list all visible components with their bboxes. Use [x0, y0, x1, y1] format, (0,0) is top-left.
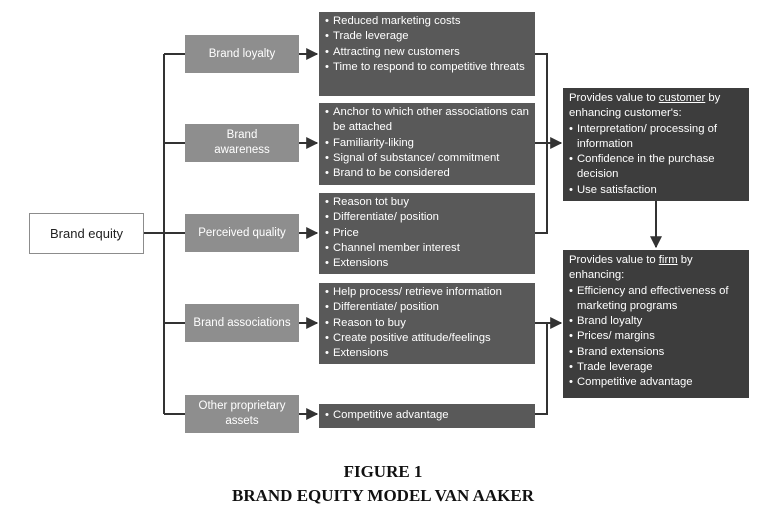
benefit-item: Extensions — [325, 346, 531, 362]
customer-value-box: Provides value to customer by enhancing … — [563, 88, 749, 201]
benefit-item: Extensions — [325, 256, 531, 272]
figure-title: BRAND EQUITY MODEL VAN AAKER — [232, 486, 534, 505]
firm-emphasis: firm — [658, 254, 678, 266]
dimension-perceived-quality: Perceived quality — [185, 214, 299, 252]
benefit-item: Trade leverage — [325, 29, 531, 45]
benefits-brand-associations: Help process/ retrieve information Diffe… — [319, 283, 535, 364]
dimension-brand-awareness: Brand awareness — [185, 124, 299, 162]
benefit-item: Anchor to which other associations can b… — [325, 105, 531, 136]
benefit-item: Familiarity-liking — [325, 136, 531, 152]
benefit-item: Differentiate/ position — [325, 210, 531, 226]
benefit-item: Channel member interest — [325, 241, 531, 257]
firm-value-item: Brand extensions — [569, 345, 743, 361]
firm-value-item: Trade leverage — [569, 360, 743, 376]
benefits-perceived-quality: Reason tot buy Differentiate/ position P… — [319, 193, 535, 274]
benefit-item: Help process/ retrieve information — [325, 285, 531, 301]
benefit-item: Attracting new customers — [325, 45, 531, 61]
customer-value-item: Confidence in the purchase decision — [569, 152, 743, 183]
benefit-item: Brand to be considered — [325, 166, 531, 182]
figure-number: FIGURE 1 — [343, 462, 423, 481]
firm-value-item: Prices/ margins — [569, 329, 743, 345]
benefit-item: Competitive advantage — [325, 408, 531, 424]
benefit-item: Time to respond to competitive threats — [325, 60, 531, 76]
benefit-item: Reason tot buy — [325, 195, 531, 211]
customer-value-item: Interpretation/ processing of informatio… — [569, 122, 743, 153]
dimension-brand-associations: Brand associations — [185, 304, 299, 342]
benefits-other-assets: Competitive advantage — [319, 404, 535, 428]
benefits-brand-loyalty: Reduced marketing costs Trade leverage A… — [319, 12, 535, 96]
benefit-item: Differentiate/ position — [325, 300, 531, 316]
benefit-item: Reduced marketing costs — [325, 14, 531, 30]
dimension-brand-loyalty: Brand loyalty — [185, 35, 299, 73]
benefit-item: Signal of substance/ commitment — [325, 151, 531, 167]
benefit-item: Create positive attitude/feelings — [325, 331, 531, 347]
benefit-item: Price — [325, 226, 531, 242]
benefit-item: Reason to buy — [325, 316, 531, 332]
firm-value-item: Efficiency and effectiveness of marketin… — [569, 284, 743, 315]
brand-equity-node: Brand equity — [29, 213, 144, 254]
firm-value-item: Brand loyalty — [569, 314, 743, 330]
brand-equity-label: Brand equity — [50, 226, 123, 241]
benefits-brand-awareness: Anchor to which other associations can b… — [319, 103, 535, 185]
dimension-other-assets: Other proprietary assets — [185, 395, 299, 433]
firm-value-item: Competitive advantage — [569, 375, 743, 391]
firm-value-heading: Provides value to firm by enhancing: — [569, 254, 693, 282]
customer-value-item: Use satisfaction — [569, 183, 743, 199]
customer-emphasis: customer — [658, 92, 706, 104]
firm-value-box: Provides value to firm by enhancing: Eff… — [563, 250, 749, 398]
customer-value-heading: Provides value to customer by enhancing … — [569, 92, 721, 120]
